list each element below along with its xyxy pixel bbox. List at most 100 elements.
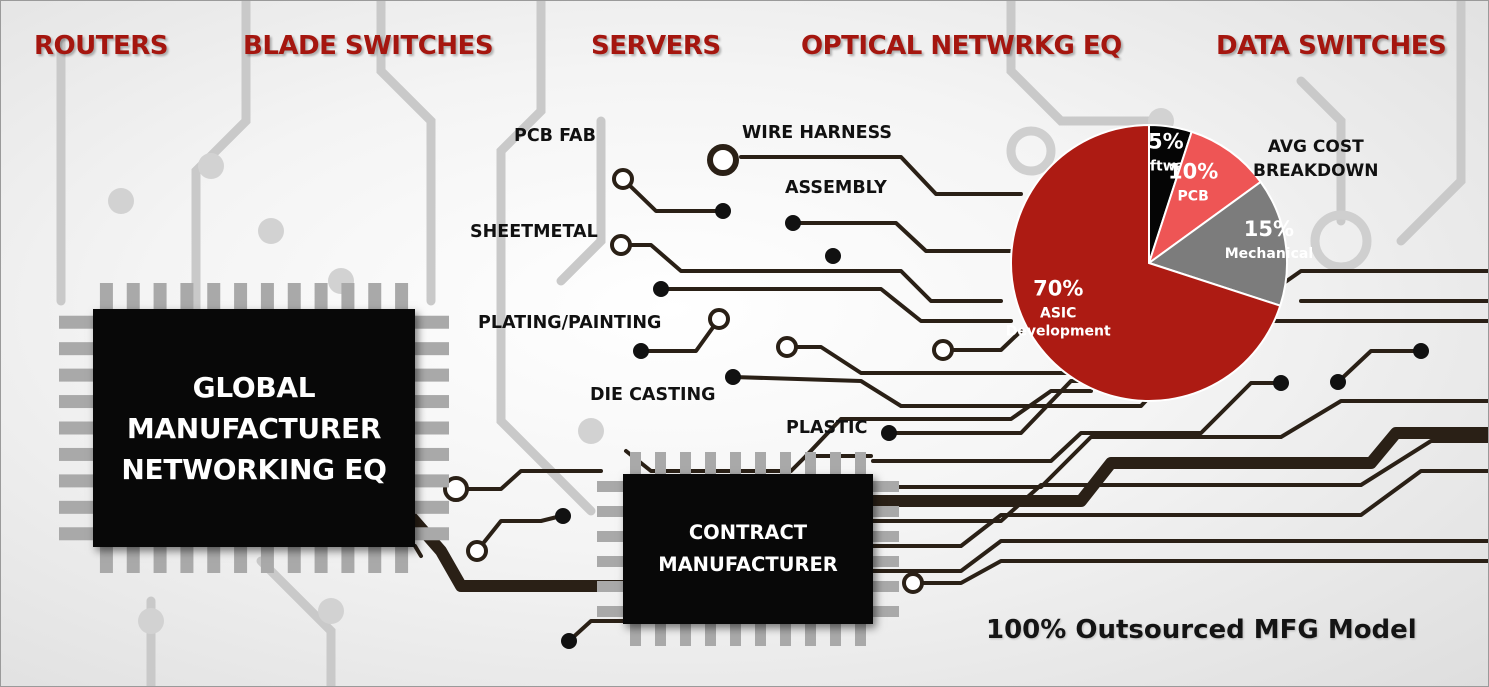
global-chip-pin: [126, 283, 140, 309]
contract-chip-pin: [855, 452, 866, 474]
global-chip-pin: [180, 547, 194, 573]
process-plating-painting: PLATING/PAINTING: [478, 313, 662, 333]
global-chip-pin: [415, 527, 449, 541]
global-chip-pin: [341, 283, 355, 309]
global-chip-pin: [180, 283, 194, 309]
contract-chip-pins: [597, 452, 899, 646]
pie-slice-pcb: [1147, 130, 1263, 266]
process-plastic: PLASTIC: [786, 418, 868, 438]
contract-chip-pin: [873, 481, 899, 492]
contract-chip-pin: [805, 624, 816, 646]
cost-pie-chart: 5%Software10%PCB15%Mechanical70%ASICDeve…: [1006, 123, 1313, 402]
pcb-fab-end-pad: [715, 203, 731, 219]
global-chip-pin: [287, 283, 301, 309]
right-pad-b: [1330, 374, 1346, 390]
right-pad-c: [1413, 343, 1429, 359]
global-chip-pin: [314, 283, 328, 309]
contract-chip-pin: [705, 452, 716, 474]
global-chip-pin: [415, 421, 449, 435]
global-chip-pin: [415, 500, 449, 514]
contract-chip-pin: [873, 581, 899, 592]
process-assembly: ASSEMBLY: [785, 178, 887, 198]
contract-chip-pin: [597, 481, 623, 492]
pie-label-asic: ASIC: [1040, 305, 1076, 321]
global-chip-pin: [59, 527, 93, 541]
process-wire-harness: WIRE HARNESS: [742, 123, 893, 143]
pie-percent-pcb: 10%: [1168, 160, 1218, 184]
outsourced-model-caption: 100% Outsourced MFG Model: [986, 615, 1417, 645]
global-chip-pin: [59, 474, 93, 488]
pie-percent-asic: 70%: [1033, 276, 1083, 300]
category-optical-networking: OPTICAL NETWRKG EQ: [801, 31, 1122, 61]
sheetmetal-pad: [610, 234, 632, 256]
global-out-pad: [466, 540, 488, 562]
contract-chip-pin: [755, 452, 766, 474]
global-chip-line-1: GLOBAL: [192, 370, 316, 404]
global-chip-line-2: MANUFACTURER: [126, 411, 382, 445]
global-chip-pin: [234, 283, 248, 309]
contract-chip-pin: [755, 624, 766, 646]
global-chip-line-3: NETWORKING EQ: [121, 452, 387, 486]
global-chip-pin: [395, 547, 409, 573]
background-rings: [1006, 126, 1372, 272]
category-servers: SERVERS: [591, 31, 721, 61]
contract-chip-pin: [780, 624, 791, 646]
thick-traces: [401, 427, 1488, 592]
contract-chip-pin: [873, 531, 899, 542]
global-chip-pin: [59, 447, 93, 461]
contract-chip-pin: [680, 452, 691, 474]
global-chip-pin: [59, 421, 93, 435]
sheetmetal-end-pad: [653, 281, 669, 297]
global-chip-pin: [395, 283, 409, 309]
contract-chip-pin: [830, 624, 841, 646]
contract-chip-pin: [597, 531, 623, 542]
contract-chip-pin: [830, 452, 841, 474]
global-chip-pin: [99, 547, 113, 573]
pie-slice-mechanical: [1146, 180, 1288, 307]
contract-chip-pin: [630, 624, 641, 646]
cm-in-pad: [555, 508, 571, 524]
global-chip-pin: [341, 547, 355, 573]
global-chip-pin: [59, 342, 93, 356]
pie-label-asic-line-2: Development: [1006, 323, 1111, 339]
assembly-end-pad: [825, 248, 841, 264]
global-chip-pin: [368, 547, 382, 573]
pie-label-pcb: PCB: [1178, 189, 1209, 205]
global-chip-pin: [260, 283, 274, 309]
global-chip-pin: [415, 368, 449, 382]
global-chip-pin: [126, 547, 140, 573]
contract-chip-pin: [705, 624, 716, 646]
global-chip-pin: [415, 474, 449, 488]
global-chip-pin: [415, 395, 449, 409]
plastic-pad: [881, 425, 897, 441]
global-chip-pin: [153, 547, 167, 573]
global-chip-pin: [207, 547, 221, 573]
contract-chip-pin: [597, 606, 623, 617]
global-chip-pin: [287, 547, 301, 573]
category-routers: ROUTERS: [34, 31, 168, 61]
contract-chip-pin: [680, 624, 691, 646]
global-chip-pin: [415, 447, 449, 461]
cost-title-line-2: BREAKDOWN: [1253, 161, 1379, 181]
global-chip-pin: [314, 547, 328, 573]
category-blade-switches: BLADE SWITCHES: [243, 31, 494, 61]
global-chip-pin: [260, 547, 274, 573]
process-die-casting: DIE CASTING: [590, 385, 716, 405]
contract-chip-pin: [730, 624, 741, 646]
process-pcb-fab: PCB FAB: [514, 126, 596, 146]
contract-chip-pin: [597, 556, 623, 567]
pie-label-mechanical: Mechanical: [1225, 246, 1313, 262]
wire-harness-ring: [707, 144, 739, 176]
process-sheetmetal: SHEETMETAL: [470, 222, 598, 242]
pie-percent-software: 5%: [1148, 130, 1184, 154]
contract-chip-pin: [805, 452, 816, 474]
contract-chip-pin: [655, 624, 666, 646]
contract-manufacturer-chip: CONTRACT MANUFACTURER: [623, 474, 873, 624]
global-chip-pin: [59, 368, 93, 382]
contract-chip-pin: [873, 606, 899, 617]
global-chip-pin: [368, 283, 382, 309]
global-out-ring: [443, 476, 469, 502]
contract-chip-pin: [780, 452, 791, 474]
die-casting-pad: [725, 369, 741, 385]
